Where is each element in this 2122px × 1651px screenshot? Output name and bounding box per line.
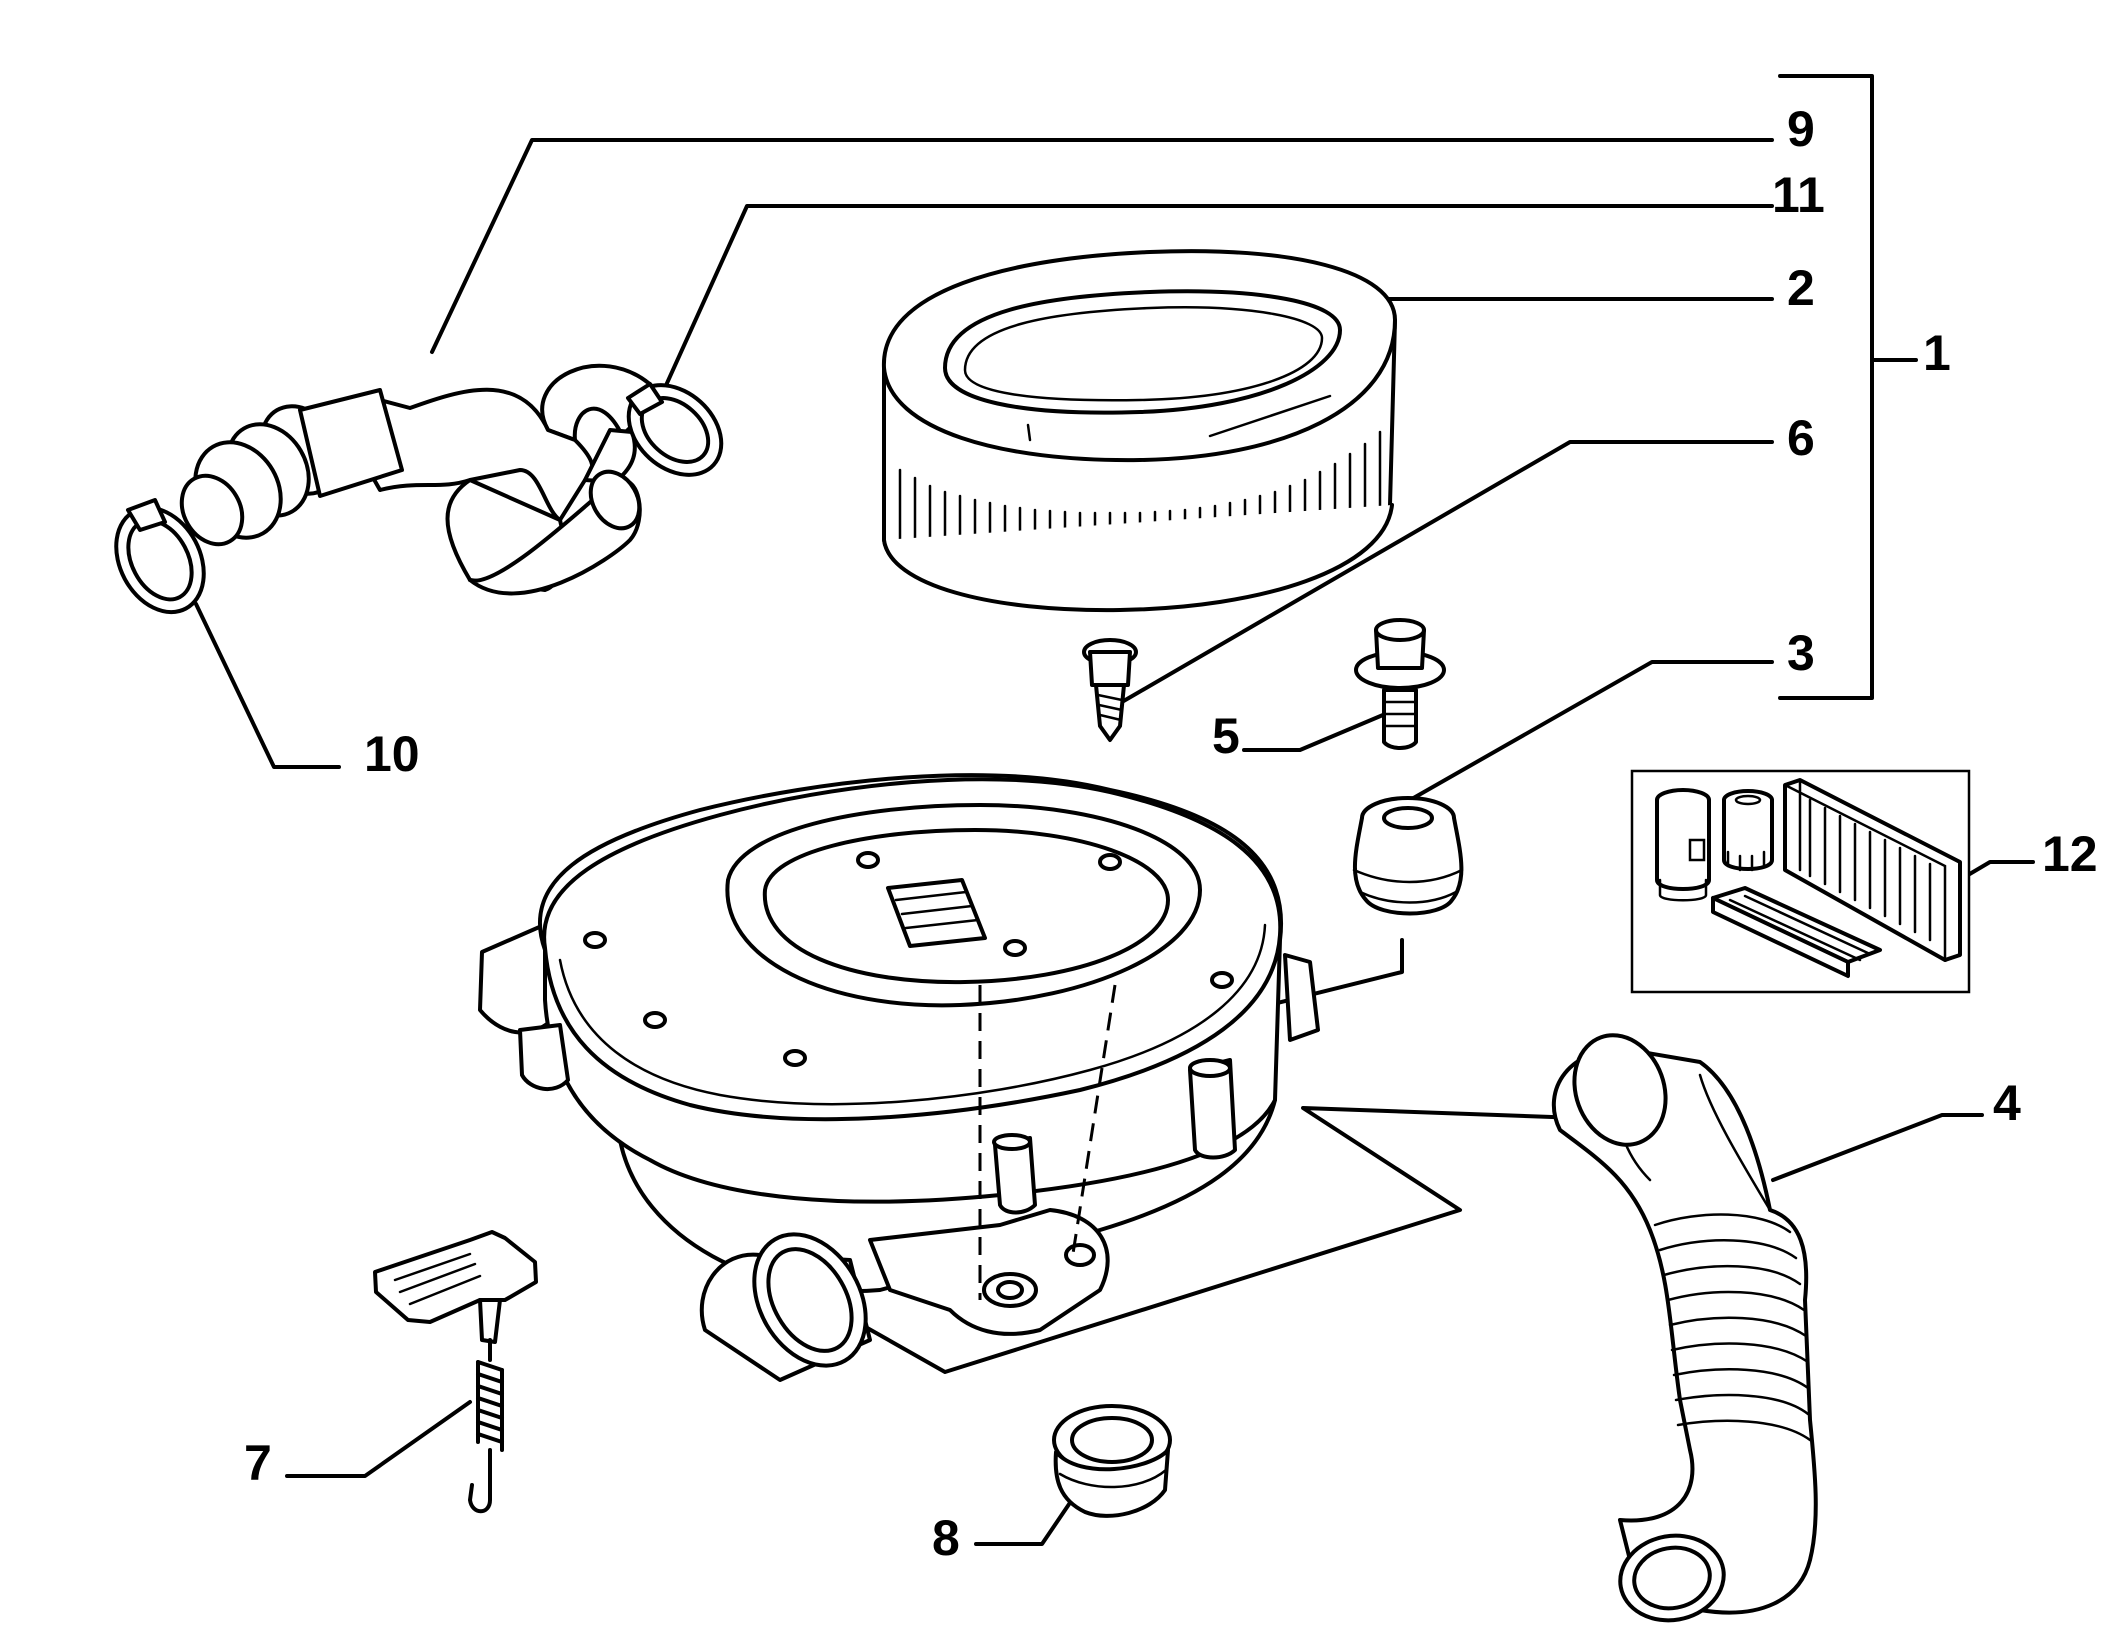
hose-clamp-part-10 bbox=[114, 498, 206, 615]
callout-11: 11 bbox=[1772, 167, 1825, 223]
oil-filter-icon bbox=[1655, 788, 1711, 902]
retaining-clip-part-7 bbox=[373, 1230, 538, 1514]
callout-12: 12 bbox=[2042, 826, 2098, 882]
rubber-plug-part-8 bbox=[1052, 1404, 1172, 1518]
callout-8: 8 bbox=[932, 1510, 960, 1566]
air-filter-element-part-2 bbox=[881, 249, 1397, 613]
air-filter-housing bbox=[478, 773, 1320, 1382]
callout-4: 4 bbox=[1993, 1075, 2021, 1131]
breather-hose-part-9 bbox=[179, 363, 654, 596]
grommet-part-3 bbox=[1352, 796, 1464, 916]
callout-6: 6 bbox=[1787, 410, 1815, 466]
intake-hose-part-4 bbox=[1551, 1033, 1818, 1623]
callout-labels: 9 11 2 1 6 3 5 10 12 4 7 8 bbox=[244, 101, 2098, 1566]
hose-clamp-part-11 bbox=[626, 382, 724, 477]
callout-1: 1 bbox=[1923, 325, 1951, 381]
panel-air-filter-icon bbox=[1783, 778, 1962, 963]
callout-7: 7 bbox=[244, 1435, 272, 1491]
screw-part-6 bbox=[1082, 638, 1138, 742]
callout-9: 9 bbox=[1787, 101, 1815, 157]
callout-5: 5 bbox=[1212, 708, 1240, 764]
service-kit-part-12 bbox=[1630, 769, 1971, 994]
bolt-part-5 bbox=[1354, 618, 1446, 750]
callout-3: 3 bbox=[1787, 625, 1815, 681]
oil-filter-icon bbox=[1722, 789, 1774, 872]
callout-2: 2 bbox=[1787, 260, 1815, 316]
housing-screw-holes bbox=[583, 851, 1234, 1067]
callout-10: 10 bbox=[364, 726, 420, 782]
leader-lines bbox=[194, 74, 2035, 1546]
hose-corrugations bbox=[1653, 1213, 1812, 1442]
cabin-filter-icon bbox=[1711, 886, 1882, 978]
